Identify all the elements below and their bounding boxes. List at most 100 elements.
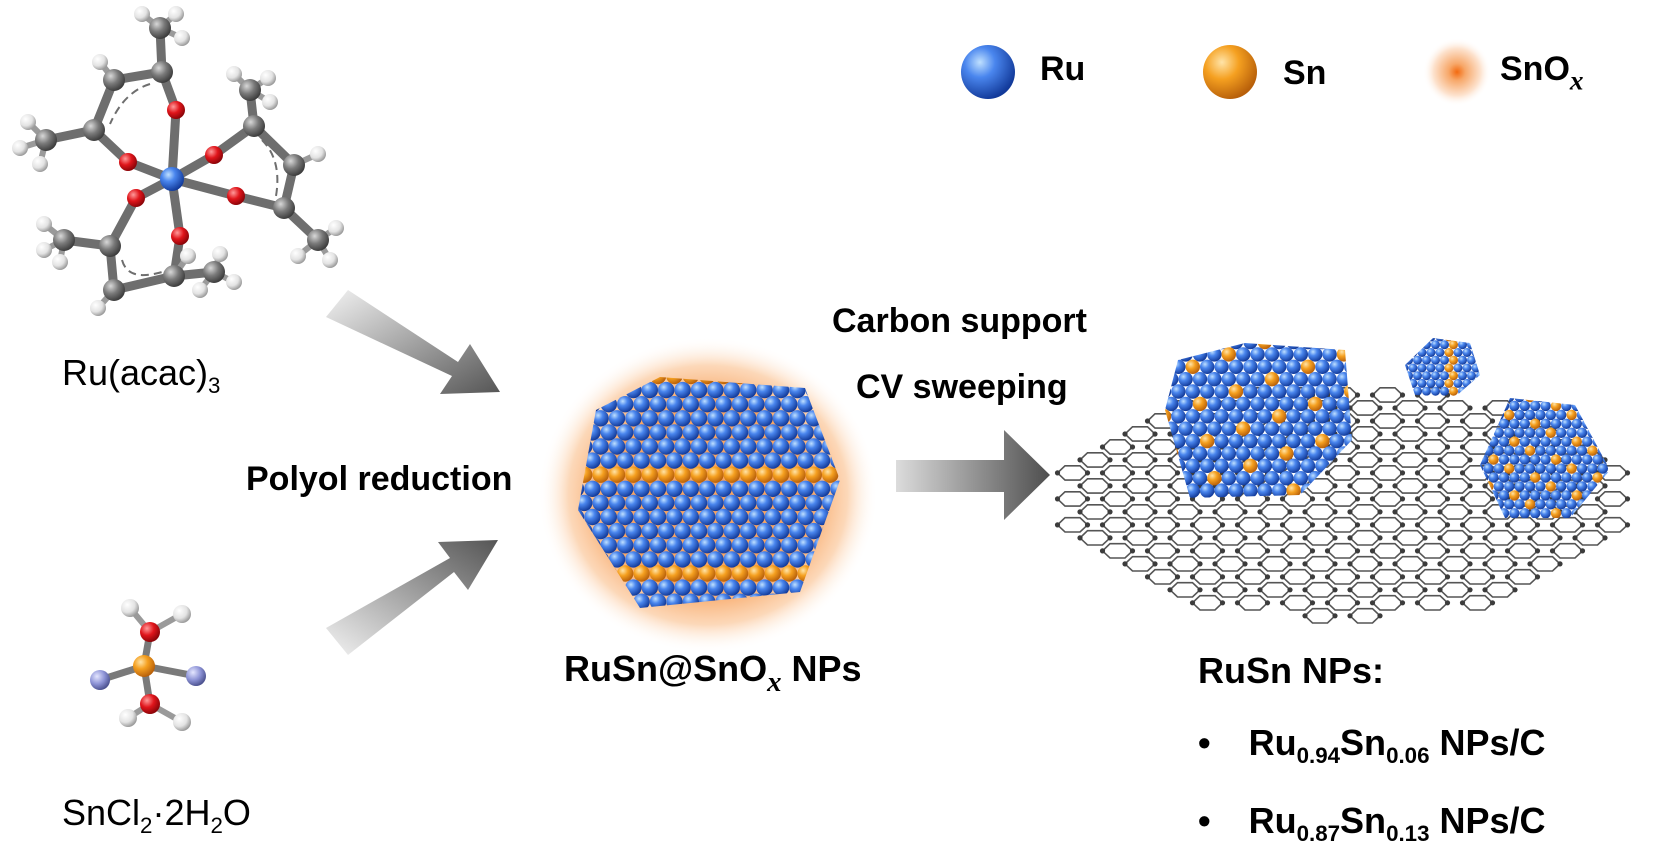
ru-atom bbox=[1293, 347, 1309, 362]
ru-atom bbox=[740, 551, 757, 568]
ru-atom bbox=[1286, 384, 1301, 399]
ru-atom bbox=[674, 438, 691, 455]
ru-atom bbox=[756, 579, 773, 596]
ru-atom bbox=[1214, 343, 1229, 350]
ru-atom bbox=[1286, 343, 1301, 350]
ru-atom bbox=[1293, 471, 1309, 486]
ru-atom bbox=[1200, 458, 1215, 473]
sn-atom bbox=[1444, 338, 1454, 342]
sn-atom bbox=[1571, 490, 1583, 501]
ru-atom bbox=[772, 522, 790, 540]
ru-atom bbox=[1431, 386, 1440, 396]
ru-atom bbox=[1221, 471, 1237, 486]
ru-atom bbox=[649, 396, 667, 413]
ru-atom bbox=[1336, 471, 1352, 486]
ru-atom bbox=[1236, 471, 1251, 486]
ru-atom bbox=[1498, 472, 1510, 483]
ru-atom bbox=[674, 579, 691, 596]
ru-atom bbox=[699, 537, 716, 554]
ru-atom bbox=[625, 522, 642, 540]
sn-atom bbox=[1257, 343, 1273, 350]
ru-atom bbox=[1185, 483, 1201, 498]
ru-atom bbox=[1344, 343, 1352, 350]
ru-atom bbox=[805, 494, 822, 512]
ru-atom bbox=[1493, 481, 1505, 492]
ru-atom bbox=[1462, 363, 1472, 373]
ru-atom bbox=[740, 522, 757, 540]
ru-atom bbox=[1587, 427, 1598, 438]
sn-atom bbox=[1336, 347, 1352, 362]
ru-atom bbox=[1192, 446, 1208, 461]
ru-acac3-label: Ru(acac)3 bbox=[62, 352, 221, 398]
ru-atom bbox=[1582, 400, 1593, 412]
sn-atom bbox=[1279, 446, 1294, 461]
ru-atom bbox=[1602, 418, 1610, 429]
sn-atom bbox=[805, 466, 822, 483]
sn-atom bbox=[1530, 418, 1541, 429]
ru-atom bbox=[600, 480, 617, 497]
ru-atom bbox=[1264, 471, 1280, 486]
ru-atom bbox=[740, 381, 757, 399]
ru-atom bbox=[715, 508, 732, 526]
ru-atom bbox=[1587, 409, 1598, 421]
ru-atom bbox=[756, 494, 773, 512]
ru-atom bbox=[1431, 371, 1440, 381]
ru-atom bbox=[1509, 472, 1520, 483]
ru-atom bbox=[1286, 458, 1301, 473]
ru-atom bbox=[1236, 347, 1251, 362]
ru-atom bbox=[1207, 446, 1222, 461]
ru-atom bbox=[731, 424, 749, 441]
sn-atom bbox=[1587, 398, 1598, 403]
ru-atom bbox=[723, 381, 740, 399]
ru-atom bbox=[682, 537, 699, 554]
ru-atom bbox=[1480, 463, 1484, 474]
ru-atom bbox=[682, 452, 699, 469]
ru-atom bbox=[789, 438, 806, 455]
ru-atom bbox=[1453, 378, 1463, 388]
ru-atom bbox=[1519, 418, 1531, 429]
ru-atom bbox=[1524, 409, 1536, 421]
ru-atom bbox=[1221, 421, 1237, 436]
ru-atom bbox=[674, 381, 691, 399]
ru-atom bbox=[1530, 436, 1541, 447]
ru-atom bbox=[789, 410, 806, 427]
ru-atom bbox=[1413, 355, 1422, 365]
ru-atom bbox=[1300, 384, 1316, 399]
ru-atom bbox=[1545, 445, 1557, 456]
ru-atom bbox=[682, 508, 699, 526]
ru-atom bbox=[1440, 340, 1449, 350]
sn-atom bbox=[1207, 471, 1222, 486]
ru-atom bbox=[641, 381, 658, 399]
sn-atom bbox=[1587, 445, 1598, 456]
ru-atom bbox=[699, 396, 716, 413]
sn-atom bbox=[1300, 359, 1316, 374]
ru-atom bbox=[731, 396, 749, 413]
ru-atom bbox=[1597, 463, 1609, 474]
ru-atom bbox=[1471, 348, 1480, 357]
ru-atom bbox=[740, 579, 757, 596]
ru-atom bbox=[1272, 384, 1287, 399]
ru-atom bbox=[772, 438, 790, 455]
ru-atom bbox=[1408, 348, 1418, 357]
ru-atom bbox=[1467, 340, 1476, 350]
ru-atom bbox=[1250, 372, 1265, 387]
ru-atom bbox=[1514, 499, 1525, 510]
ru-atom bbox=[1422, 371, 1431, 381]
ru-atom bbox=[740, 410, 757, 427]
ru-atom bbox=[1576, 445, 1588, 456]
ru-atom bbox=[1279, 372, 1294, 387]
ru-atom bbox=[1571, 472, 1583, 483]
ru-atom bbox=[1185, 458, 1201, 473]
sn-atom bbox=[1308, 396, 1323, 412]
ru-atom bbox=[1279, 396, 1294, 412]
ru-atom bbox=[658, 438, 675, 455]
ru-atom bbox=[1556, 427, 1567, 438]
ru-atom bbox=[740, 438, 757, 455]
sn-atom bbox=[666, 565, 683, 582]
ru-atom bbox=[625, 551, 642, 568]
ru-atom bbox=[756, 381, 773, 399]
ru-atom bbox=[658, 494, 675, 512]
sn-atom bbox=[748, 565, 765, 582]
ru-atom bbox=[1165, 343, 1172, 350]
